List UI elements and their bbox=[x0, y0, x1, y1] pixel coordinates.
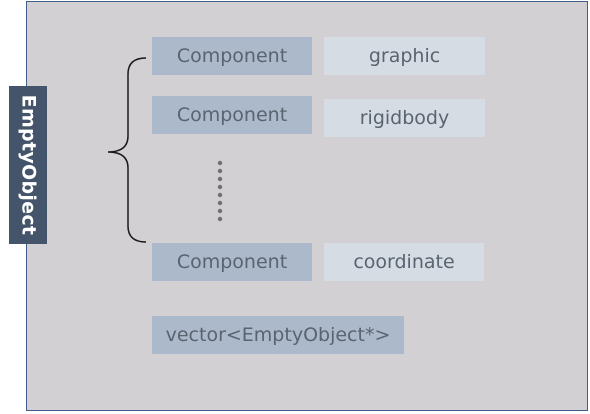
empty-object-label: EmptyObject bbox=[9, 86, 47, 244]
component-label-1: Component bbox=[176, 45, 288, 67]
property-box-rigidbody: rigidbody bbox=[324, 99, 485, 137]
curly-brace bbox=[107, 57, 147, 243]
property-box-coordinate: coordinate bbox=[324, 243, 484, 281]
component-box-3: Component bbox=[152, 243, 312, 281]
property-label-graphic: graphic bbox=[368, 45, 441, 67]
property-box-graphic: graphic bbox=[324, 37, 485, 75]
component-box-1: Component bbox=[152, 37, 312, 75]
property-label-rigidbody: rigidbody bbox=[359, 107, 450, 129]
component-label-2: Component bbox=[176, 104, 288, 126]
ellipsis-dots bbox=[217, 160, 223, 222]
vector-box: vector<EmptyObject*> bbox=[152, 316, 404, 354]
vector-label: vector<EmptyObject*> bbox=[165, 324, 391, 346]
component-label-3: Component bbox=[176, 251, 288, 273]
property-label-coordinate: coordinate bbox=[353, 251, 455, 273]
component-box-2: Component bbox=[152, 96, 312, 134]
